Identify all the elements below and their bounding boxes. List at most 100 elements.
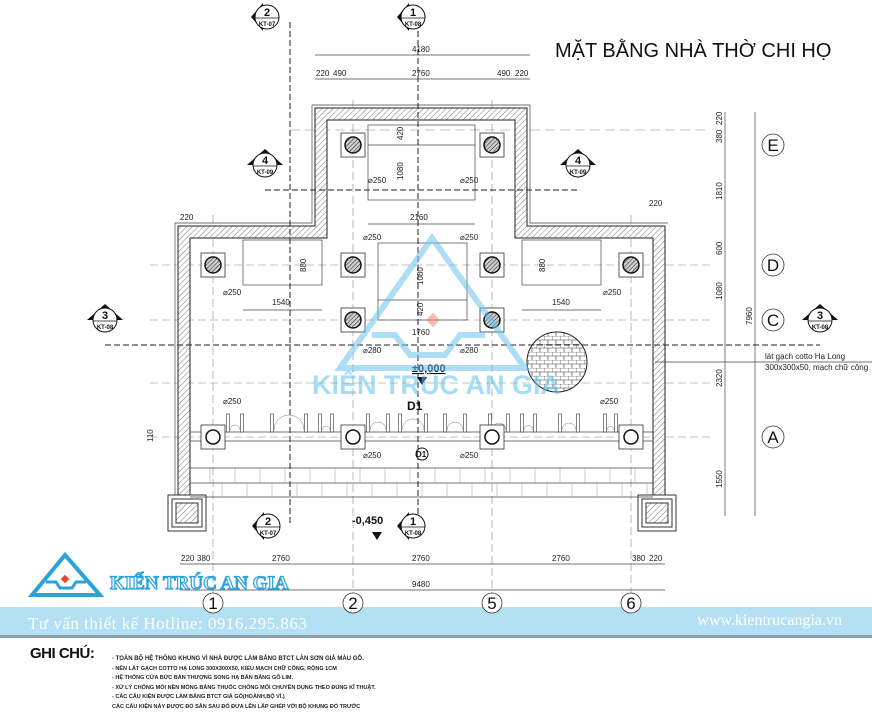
watermark-logo: KIẾN TRÚC AN GIA <box>312 232 560 400</box>
column-label: ⌀250 <box>368 176 387 185</box>
svg-text:2760: 2760 <box>552 554 570 563</box>
section-markers: 2KT-071KT-084KT-094KT-093KT-083KT-082KT-… <box>87 3 838 540</box>
column <box>479 132 505 158</box>
svg-text:2760: 2760 <box>412 69 430 78</box>
column <box>340 252 366 278</box>
column-label: ⌀250 <box>363 451 382 460</box>
column-label: ⌀250 <box>223 288 242 297</box>
column-label: ⌀250 <box>460 233 479 242</box>
door-post <box>270 413 274 433</box>
column-size-labels: ⌀250 ⌀250 ⌀250 ⌀250 ⌀250 ⌀250 ⌀280 ⌀280 … <box>223 176 622 460</box>
section-marker[interactable]: 4KT-09 <box>247 149 283 178</box>
svg-text:420: 420 <box>416 302 425 316</box>
brick-pattern-sample <box>526 331 588 393</box>
door-leaves <box>226 413 618 433</box>
door-swing <box>523 425 534 431</box>
svg-text:300x300x50, mạch chữ công: 300x300x50, mạch chữ công <box>765 363 868 372</box>
axis-label-C: C <box>767 311 779 330</box>
section-sheet: KT-08 <box>812 325 829 331</box>
hotline-text: Tư vấn thiết kế Hotline: 0916.295.863 <box>28 614 308 633</box>
section-number: 2 <box>265 516 271 528</box>
door-post <box>366 413 370 433</box>
door-post <box>506 413 510 433</box>
svg-text:220: 220 <box>649 199 663 208</box>
floor-material-note: lát gạch cotto Hạ Long 300x300x50, mạch … <box>655 352 872 372</box>
section-sheet: KT-09 <box>570 170 587 176</box>
contact-banner: Tư vấn thiết kế Hotline: 0916.295.863 ww… <box>0 607 872 638</box>
svg-text:220: 220 <box>715 111 724 125</box>
svg-text:7960: 7960 <box>745 307 754 325</box>
column-label: ⌀250 <box>600 397 619 406</box>
section-marker[interactable]: 4KT-09 <box>560 149 596 178</box>
bottom-dimensions: 220 380 2760 2760 2760 380 220 9480 <box>180 554 665 591</box>
door-post <box>463 413 467 433</box>
svg-text:380: 380 <box>197 554 211 563</box>
section-sheet: KT-07 <box>260 531 277 537</box>
section-marker[interactable]: 1KT-08 <box>397 512 426 540</box>
note-item: CÁC CẤU KIỆN NÀY ĐƯỢC ĐỔ SẴN SAU ĐÓ ĐƯA … <box>112 703 361 710</box>
section-sheet: KT-07 <box>259 22 276 28</box>
door-post <box>226 413 230 433</box>
section-marker[interactable]: 2KT-07 <box>251 3 280 31</box>
column <box>479 252 505 278</box>
door-swing <box>561 422 577 431</box>
section-marker[interactable]: 1KT-08 <box>397 3 426 31</box>
door-post <box>304 413 308 433</box>
section-number: 1 <box>410 516 416 528</box>
svg-text:380: 380 <box>632 554 646 563</box>
step-joints <box>209 468 648 497</box>
door-tag: D1 <box>407 399 423 413</box>
front-column <box>340 424 366 450</box>
section-number: 3 <box>102 310 108 322</box>
website-link[interactable]: www.kientrucangia.vn <box>697 612 842 629</box>
svg-text:110: 110 <box>146 429 155 442</box>
door-post <box>614 413 618 433</box>
column-label: ⌀250 <box>460 176 479 185</box>
door-swing <box>446 421 464 431</box>
axis-label-A: A <box>767 428 779 447</box>
section-number: 4 <box>575 155 582 167</box>
svg-text:9480: 9480 <box>412 580 430 589</box>
svg-text:4180: 4180 <box>412 45 430 54</box>
svg-text:220: 220 <box>515 69 529 78</box>
note-item: - XỬ LÝ CHỐNG MỐI NỀN MÓNG BẰNG THUỐC CH… <box>112 684 376 691</box>
door-post <box>558 413 562 433</box>
column <box>618 252 644 278</box>
section-number: 1 <box>410 7 416 19</box>
axis-label-E: E <box>767 136 778 155</box>
column-label: ⌀250 <box>223 397 242 406</box>
section-sheet: KT-08 <box>405 22 422 28</box>
door-swing <box>321 425 331 431</box>
svg-text:220: 220 <box>316 69 330 78</box>
door-tag-circle: D1 <box>416 450 427 459</box>
company-logo: KIẾN TRÚC AN GIA <box>27 551 289 597</box>
svg-text:420: 420 <box>396 126 405 140</box>
section-number: 2 <box>264 7 270 19</box>
front-column <box>200 424 226 450</box>
svg-text:490: 490 <box>497 69 511 78</box>
column <box>200 252 226 278</box>
top-dimensions: 4180 220 490 2760 490 220 2160 420 1080 … <box>146 45 663 442</box>
note-item: - NỀN LÁT GẠCH COTTO HẠ LONG 300X300X50,… <box>112 665 337 672</box>
column-label: ⌀250 <box>603 288 622 297</box>
grid-lines <box>150 100 710 594</box>
section-marker[interactable]: 3KT-08 <box>87 304 123 333</box>
column-label: ⌀250 <box>363 233 382 242</box>
svg-text:1550: 1550 <box>715 470 724 488</box>
door-swing <box>606 426 615 431</box>
svg-text:lát gạch cotto Hạ Long: lát gạch cotto Hạ Long <box>765 352 845 361</box>
wall-outline <box>177 107 666 511</box>
section-marker[interactable]: 2KT-07 <box>252 512 281 540</box>
door-post <box>533 413 537 433</box>
note-item: - HỆ THỐNG CỬA BỨC BÀN THƯỢNG SONG HẠ BẢ… <box>112 675 294 682</box>
corner-pillars <box>167 494 677 532</box>
column-label: ⌀250 <box>460 451 479 460</box>
section-sheet: KT-08 <box>405 531 422 537</box>
svg-text:1760: 1760 <box>412 328 430 337</box>
grid-axis-bubbles-horizontal: E D C A <box>761 133 785 449</box>
front-doors <box>190 431 653 498</box>
section-marker[interactable]: 3KT-08 <box>802 304 838 333</box>
svg-text:1080: 1080 <box>715 282 724 300</box>
door-post <box>240 413 244 433</box>
door-swing <box>401 418 425 431</box>
